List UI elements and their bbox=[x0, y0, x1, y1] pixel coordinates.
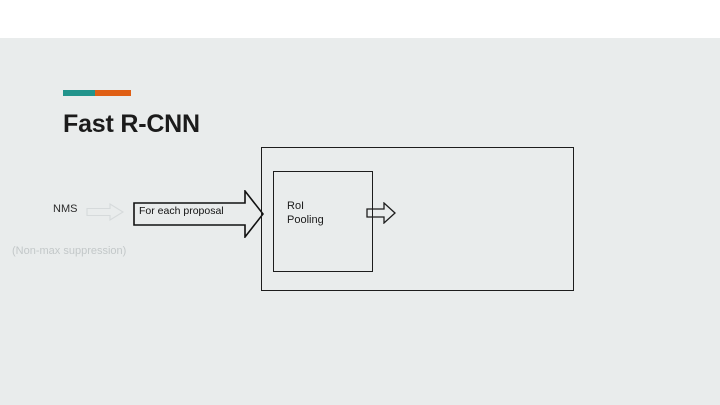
arrow-right-icon bbox=[366, 202, 396, 224]
for-each-proposal-label: For each proposal bbox=[139, 205, 224, 217]
non-max-suppression-caption: (Non-max suppression) bbox=[12, 245, 127, 257]
page-title: Fast R-CNN bbox=[63, 110, 200, 138]
arrow-right-callout-shape bbox=[133, 188, 265, 240]
arrow-right-icon bbox=[86, 203, 124, 221]
accent-bar-orange-segment bbox=[95, 90, 131, 96]
network-outer-box bbox=[261, 147, 574, 291]
for-each-proposal-callout: For each proposal bbox=[133, 188, 265, 240]
accent-bar-teal-segment bbox=[63, 90, 95, 96]
roi-pooling-box bbox=[273, 171, 373, 272]
slide-background bbox=[0, 38, 720, 405]
roi-pooling-label: RoI Pooling bbox=[287, 200, 324, 226]
accent-bar bbox=[63, 90, 131, 96]
nms-label: NMS bbox=[53, 203, 78, 215]
